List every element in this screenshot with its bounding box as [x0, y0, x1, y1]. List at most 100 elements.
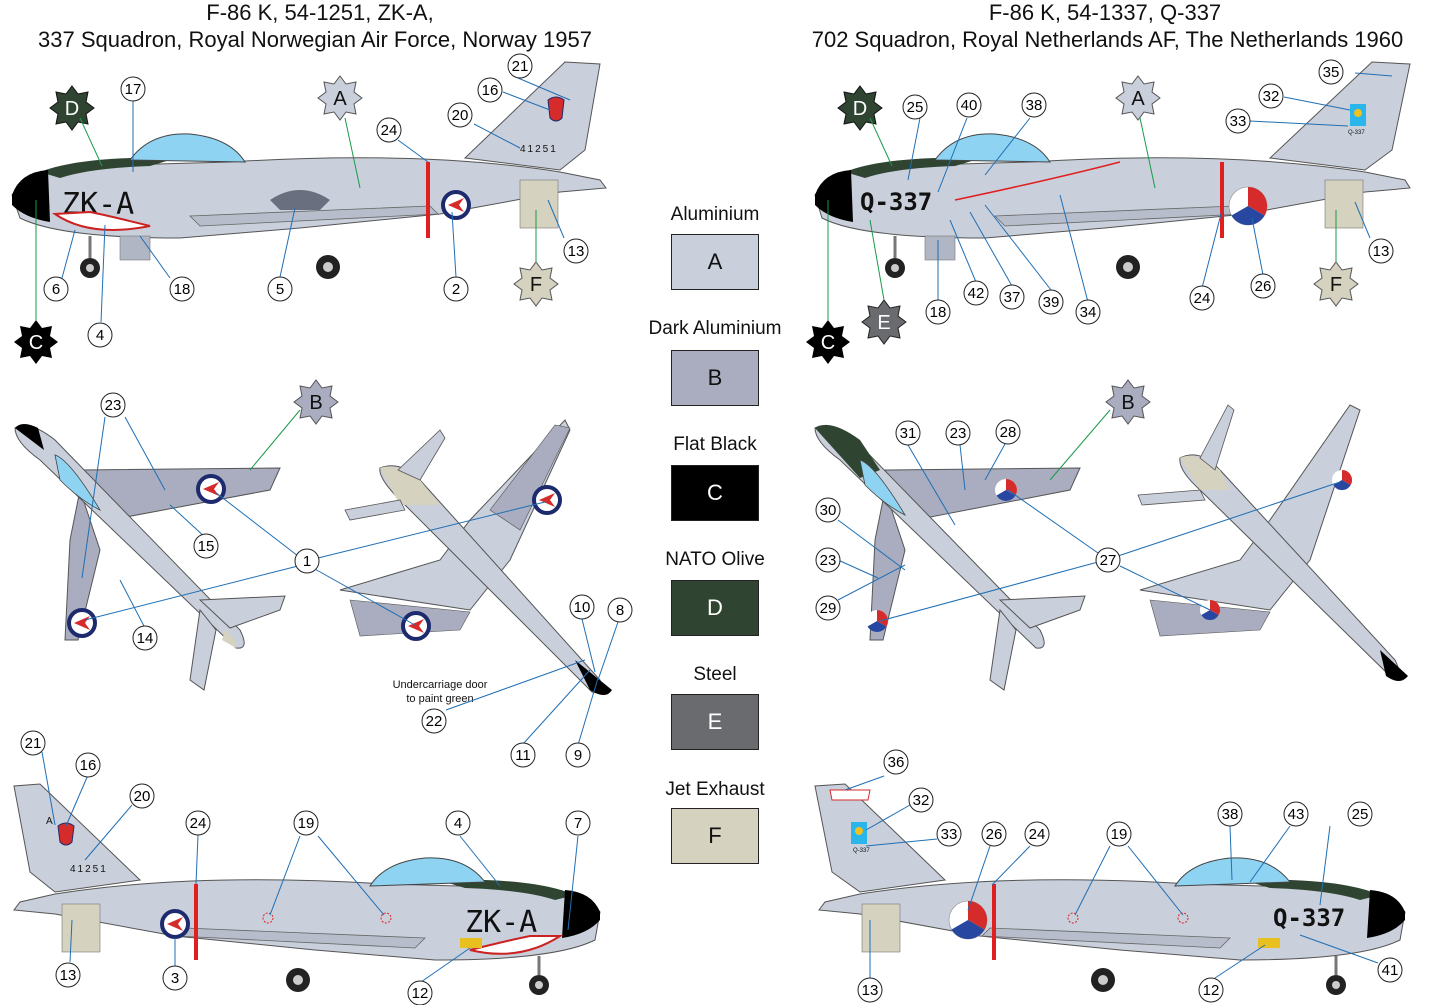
- svg-text:20: 20: [134, 788, 151, 805]
- svg-text:24: 24: [381, 122, 398, 139]
- svg-text:23: 23: [950, 425, 967, 442]
- callout-27: 27: [1095, 547, 1121, 573]
- callout-17: 17: [120, 76, 146, 102]
- left-tail-letter-bottom: A: [46, 816, 53, 827]
- svg-text:25: 25: [1352, 806, 1369, 823]
- svg-text:20: 20: [452, 107, 469, 124]
- svg-text:2: 2: [452, 281, 460, 298]
- callout-36: 36: [883, 749, 909, 775]
- callout-33b: 33: [936, 821, 962, 847]
- marker-c-right: [806, 320, 850, 364]
- legend-swatch-aluminium: A: [671, 234, 759, 290]
- right-plan-view-lower: [1137, 404, 1408, 681]
- left-serial-top: 41251: [520, 144, 558, 155]
- legend-swatch-jet-exhaust: F: [671, 808, 759, 864]
- callout-10: 10: [569, 594, 595, 620]
- callout-9: 9: [565, 742, 591, 768]
- callout-29: 29: [815, 595, 841, 621]
- svg-text:13: 13: [568, 243, 585, 260]
- marker-b-right-label: B: [1121, 392, 1134, 414]
- callout-40: 40: [956, 92, 982, 118]
- callout-20b: 20: [129, 783, 155, 809]
- callout-6: 6: [43, 276, 69, 302]
- callout-32b: 32: [908, 787, 934, 813]
- callout-16b: 16: [75, 752, 101, 778]
- right-roundel-top: [1228, 186, 1268, 226]
- svg-text:21: 21: [512, 58, 529, 75]
- callout-24c: 24: [185, 810, 211, 836]
- svg-text:24: 24: [1194, 290, 1211, 307]
- right-side-view-top: Q-337 Q-337: [814, 61, 1411, 279]
- marker-c-left: [14, 320, 58, 364]
- marker-a-right-label: A: [1131, 88, 1145, 110]
- callout-34: 34: [1075, 299, 1101, 325]
- callout-21b: 21: [20, 730, 46, 756]
- callout-21a: 21: [507, 53, 533, 79]
- left-title-line2: 337 Squadron, Royal Norwegian Air Force,…: [38, 27, 592, 52]
- legend-code-d: D: [707, 595, 723, 620]
- callout-25b: 25: [1347, 801, 1373, 827]
- callout-23a: 23: [100, 392, 126, 418]
- svg-text:24: 24: [190, 815, 207, 832]
- marker-f-left-label: F: [530, 274, 542, 296]
- callout-3: 3: [162, 965, 188, 991]
- callout-26a: 26: [1250, 273, 1276, 299]
- svg-text:30: 30: [820, 502, 837, 519]
- svg-text:19: 19: [1111, 826, 1128, 843]
- legend-label-dark-aluminium: Dark Aluminium: [648, 318, 782, 339]
- left-plan-view-upper: [14, 424, 286, 691]
- marker-c-left-label: C: [29, 332, 43, 354]
- svg-text:28: 28: [1000, 424, 1017, 441]
- right-side-view-bottom: Q-337 Q-337: [814, 783, 1406, 995]
- svg-text:34: 34: [1080, 304, 1097, 321]
- marker-d-right-label: D: [853, 98, 867, 120]
- svg-text:41: 41: [1382, 962, 1399, 979]
- marker-f-left: [513, 261, 559, 307]
- left-serial-bottom: 41251: [70, 864, 108, 875]
- callout-24b: 24: [1189, 285, 1215, 311]
- callout-23c: 23: [815, 547, 841, 573]
- right-tail-code-bottom: Q-337: [853, 848, 870, 854]
- callout-13b: 13: [1368, 238, 1394, 264]
- right-roundel-bottom: [948, 900, 988, 940]
- marker-d-left-label: D: [65, 98, 79, 120]
- svg-text:32: 32: [1263, 88, 1280, 105]
- callout-13a: 13: [563, 238, 589, 264]
- svg-text:36: 36: [888, 754, 905, 771]
- callout-41: 41: [1377, 957, 1403, 983]
- callout-24d: 24: [1024, 821, 1050, 847]
- callout-23b: 23: [945, 420, 971, 446]
- callout-22: 22: [421, 708, 447, 734]
- right-tail-code-top: Q-337: [1348, 130, 1365, 136]
- callout-37: 37: [999, 284, 1025, 310]
- left-code-bottom: ZK-A: [465, 905, 537, 940]
- legend-code-e: E: [707, 709, 723, 734]
- marker-b-left: [293, 379, 339, 425]
- svg-text:15: 15: [198, 538, 215, 555]
- svg-text:37: 37: [1004, 289, 1021, 306]
- svg-text:13: 13: [862, 982, 879, 999]
- svg-text:31: 31: [900, 425, 917, 442]
- svg-text:35: 35: [1323, 64, 1340, 81]
- legend-label-aluminium: Aluminium: [670, 204, 760, 225]
- right-title-line2: 702 Squadron, Royal Netherlands AF, The …: [811, 27, 1404, 52]
- svg-text:29: 29: [820, 600, 837, 617]
- left-title-line1: F-86 K, 54-1251, ZK-A,: [206, 0, 434, 25]
- undercarriage-note: Undercarriage door to paint green: [370, 678, 510, 706]
- callout-19a: 19: [293, 810, 319, 836]
- marker-a-left: [317, 75, 363, 121]
- callout-7: 7: [565, 810, 591, 836]
- callout-31: 31: [895, 420, 921, 446]
- legend-swatch-steel: E: [671, 694, 759, 750]
- svg-text:8: 8: [616, 602, 624, 619]
- svg-text:26: 26: [986, 826, 1003, 843]
- right-plan-view-upper: [814, 424, 1086, 691]
- right-title-line1: F-86 K, 54-1337, Q-337: [988, 0, 1222, 25]
- marker-e-right-label: E: [877, 312, 890, 334]
- svg-text:13: 13: [60, 967, 77, 984]
- callout-38a: 38: [1021, 92, 1047, 118]
- svg-text:19: 19: [298, 815, 315, 832]
- callout-39: 39: [1038, 289, 1064, 315]
- callouts: 17 21 16 20 24 6 4 18 5 2 13 25 40 38 35…: [20, 53, 1403, 1005]
- marker-f-right-label: F: [1330, 274, 1342, 296]
